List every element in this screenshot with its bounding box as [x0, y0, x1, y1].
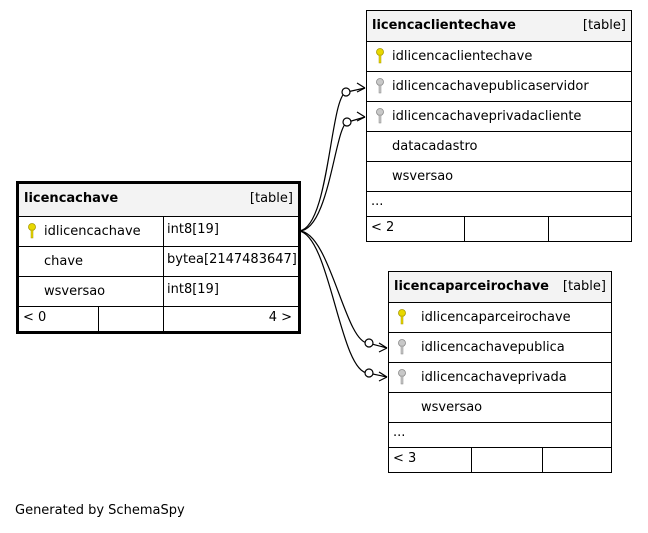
edge-parceirochave-privada: [298, 230, 388, 378]
column-row[interactable]: idlicencachave int8[19]: [19, 217, 298, 247]
column-row[interactable]: idlicencachavepublica: [389, 333, 611, 363]
table-name: licencachave: [24, 191, 119, 206]
foreign-key-icon: [398, 339, 406, 355]
column-name: wsversao: [44, 284, 106, 299]
child-count: 4 >: [268, 310, 292, 325]
column-name: idlicencachavepublicaservidor: [392, 79, 589, 94]
edge-clientechave-privadacliente: [298, 116, 366, 232]
ellipsis-row: ...: [367, 192, 631, 217]
column-row[interactable]: idlicencachavepublicaservidor: [367, 72, 631, 102]
column-name: idlicencaclientechave: [392, 49, 533, 64]
edge-end-circle: [342, 117, 352, 127]
column-name: chave: [44, 254, 84, 269]
parent-count: < 0: [23, 310, 47, 325]
table-licencaclientechave[interactable]: licencaclientechave [table] idlicencacli…: [366, 10, 632, 242]
primary-key-icon: [28, 223, 36, 239]
column-row[interactable]: idlicencachaveprivadacliente: [367, 102, 631, 132]
primary-key-icon: [376, 48, 384, 64]
table-header: licencaclientechave [table]: [367, 11, 631, 42]
column-type: bytea[2147483647]: [167, 252, 297, 267]
column-name: datacadastro: [392, 139, 478, 154]
column-name: idlicencachaveprivada: [421, 370, 567, 385]
ellipsis-text: ...: [371, 194, 384, 209]
column-row[interactable]: wsversao: [389, 393, 611, 423]
column-row[interactable]: idlicencachaveprivada: [389, 363, 611, 393]
column-type: int8[19]: [167, 222, 219, 237]
column-name: idlicencachaveprivadacliente: [392, 109, 582, 124]
column-type: int8[19]: [167, 282, 219, 297]
column-row[interactable]: chave bytea[2147483647]: [19, 247, 298, 277]
generated-by-label: Generated by SchemaSpy: [15, 503, 185, 518]
table-tag: [table]: [562, 279, 606, 294]
column-name: wsversao: [421, 400, 483, 415]
table-name: licencaclientechave: [372, 18, 516, 33]
table-licencachave[interactable]: licencachave [table] idlicencachave int8…: [16, 181, 301, 334]
column-row[interactable]: datacadastro: [367, 132, 631, 162]
edge-parceirochave-publica: [298, 230, 388, 349]
column-name: wsversao: [392, 169, 454, 184]
column-name: idlicencachave: [44, 224, 141, 239]
table-name: licencaparceirochave: [394, 279, 550, 294]
table-footer: < 3: [389, 448, 611, 472]
primary-key-icon: [398, 309, 406, 325]
table-licencaparceirochave[interactable]: licencaparceirochave [table] idlicencapa…: [388, 271, 612, 473]
table-footer: < 0 4 >: [19, 307, 298, 331]
column-row[interactable]: wsversao: [367, 162, 631, 192]
table-tag: [table]: [582, 18, 626, 33]
table-header: licencachave [table]: [19, 184, 298, 217]
column-name: idlicencachavepublica: [421, 340, 565, 355]
foreign-key-icon: [398, 369, 406, 385]
table-tag: [table]: [249, 191, 293, 206]
edge-clientechave-publicaservidor: [298, 87, 366, 232]
ellipsis-text: ...: [393, 425, 406, 440]
column-row[interactable]: idlicencaclientechave: [367, 42, 631, 72]
parent-count: < 3: [393, 451, 417, 466]
foreign-key-icon: [376, 108, 384, 124]
edge-end-circle: [364, 368, 374, 378]
edge-end-circle: [341, 87, 351, 97]
foreign-key-icon: [376, 78, 384, 94]
edge-end-circle: [364, 338, 374, 348]
table-footer: < 2: [367, 217, 631, 241]
column-row[interactable]: wsversao int8[19]: [19, 277, 298, 307]
ellipsis-row: ...: [389, 423, 611, 448]
column-name: idlicencaparceirochave: [421, 310, 571, 325]
column-row[interactable]: idlicencaparceirochave: [389, 303, 611, 333]
parent-count: < 2: [371, 220, 395, 235]
table-header: licencaparceirochave [table]: [389, 272, 611, 303]
